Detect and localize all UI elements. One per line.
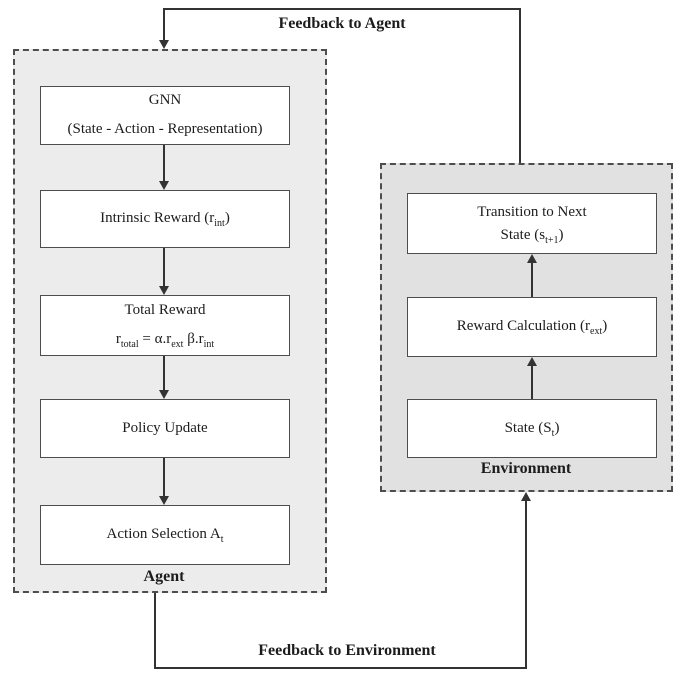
node-policy-update: Policy Update xyxy=(40,399,290,458)
feedback-to-agent-label: Feedback to Agent xyxy=(278,15,406,32)
gnn-subtitle: (State - Action - Representation) xyxy=(67,121,263,137)
agent-arrow-line-1 xyxy=(163,145,165,181)
node-transition-next-state: Transition to Next State (st+1) xyxy=(407,193,657,254)
node-total-reward: Total Reward rtotal = α.rext β.rint xyxy=(40,295,290,356)
arrow-up-into-environment-icon xyxy=(521,492,531,501)
feedback-top-line-right xyxy=(519,8,521,164)
policy-update-label: Policy Update xyxy=(122,419,208,436)
node-reward-calculation: Reward Calculation (rext) xyxy=(407,297,657,357)
node-action-selection: Action Selection At xyxy=(40,505,290,565)
feedback-bottom-line-right xyxy=(525,501,527,669)
agent-arrow-line-2 xyxy=(163,248,165,286)
total-reward-title: Total Reward xyxy=(124,302,206,319)
arrow-down-icon xyxy=(159,496,169,505)
transition-line1: Transition to Next xyxy=(477,204,587,220)
feedback-to-environment-label: Feedback to Environment xyxy=(258,642,436,659)
node-intrinsic-reward: Intrinsic Reward (rint) xyxy=(40,190,290,248)
node-gnn: GNN (State - Action - Representation) xyxy=(40,86,290,145)
transition-line2: State (st+1) xyxy=(500,226,564,246)
feedback-bottom-line-horizontal xyxy=(154,667,527,669)
env-arrow-line-2 xyxy=(531,366,533,399)
arrow-down-icon xyxy=(159,390,169,399)
reward-calculation-label: Reward Calculation (rext) xyxy=(456,318,608,338)
action-selection-label: Action Selection At xyxy=(106,526,224,546)
arrow-down-into-agent-icon xyxy=(159,40,169,49)
agent-arrow-line-4 xyxy=(163,458,165,496)
node-state: State (St) xyxy=(407,399,657,458)
agent-region-label: Agent xyxy=(143,568,185,585)
gnn-title: GNN xyxy=(148,92,182,109)
agent-arrow-line-3 xyxy=(163,356,165,390)
arrow-up-icon xyxy=(527,254,537,263)
state-label: State (St) xyxy=(504,419,560,439)
feedback-top-line-left xyxy=(163,8,165,41)
arrow-down-icon xyxy=(159,181,169,190)
intrinsic-reward-label: Intrinsic Reward (rint) xyxy=(100,210,230,230)
environment-region-label: Environment xyxy=(480,460,572,477)
env-arrow-line-1 xyxy=(531,263,533,297)
arrow-down-icon xyxy=(159,286,169,295)
arrow-up-icon xyxy=(527,357,537,366)
feedback-top-line-horizontal xyxy=(163,8,521,10)
feedback-bottom-line-left xyxy=(154,593,156,669)
total-reward-formula: rtotal = α.rext β.rint xyxy=(115,331,215,350)
